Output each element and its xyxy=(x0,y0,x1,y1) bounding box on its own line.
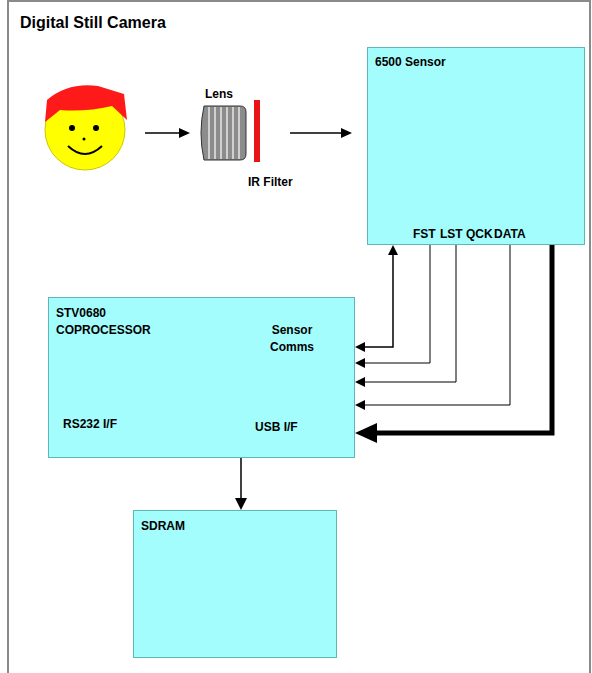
diagram-title: Digital Still Camera xyxy=(20,13,166,33)
arrowhead xyxy=(355,423,377,443)
connector-line xyxy=(364,245,510,405)
part-label: IR Filter xyxy=(248,174,293,191)
node-heading: SDRAM xyxy=(141,518,185,535)
arrowhead xyxy=(355,342,365,352)
connector-line xyxy=(364,245,430,363)
signal-connector xyxy=(355,245,398,352)
sensor-box: 6500 Sensor xyxy=(367,47,585,245)
signal-name: QCK xyxy=(466,226,493,243)
lens-symbol xyxy=(201,106,246,160)
memory-box: SDRAM xyxy=(133,510,337,658)
connector-line xyxy=(364,245,456,382)
interface-label: USB I/F xyxy=(255,419,298,436)
arrowhead xyxy=(235,498,247,510)
arrowhead xyxy=(388,245,398,255)
connector-line xyxy=(364,254,393,347)
signal-connector xyxy=(355,245,430,368)
signal-connector xyxy=(355,245,510,410)
signal-connector xyxy=(355,245,552,443)
ir-filter-symbol xyxy=(254,100,260,162)
signal-name: LST xyxy=(440,226,463,243)
arrowhead xyxy=(355,358,365,368)
node-heading: STV0680 COPROCESSOR xyxy=(56,305,156,339)
node-heading: 6500 Sensor xyxy=(375,54,446,71)
interface-label: RS232 I/F xyxy=(63,416,117,433)
arrowhead xyxy=(355,377,365,387)
signal-name: FST xyxy=(413,226,436,243)
interface-label: Sensor Comms xyxy=(263,322,321,356)
signal-name: DATA xyxy=(494,226,526,243)
light-arrow xyxy=(145,128,352,138)
signal-connector xyxy=(355,245,456,387)
part-label: Lens xyxy=(205,86,233,103)
arrowhead xyxy=(355,400,365,410)
connector-line xyxy=(240,458,242,499)
connector-line xyxy=(376,245,552,433)
outer-frame xyxy=(8,1,590,673)
face-figure xyxy=(45,85,127,170)
signal-connector xyxy=(235,458,247,510)
coprocessor-box: STV0680 COPROCESSOR Sensor CommsRS232 I/F… xyxy=(48,297,355,458)
